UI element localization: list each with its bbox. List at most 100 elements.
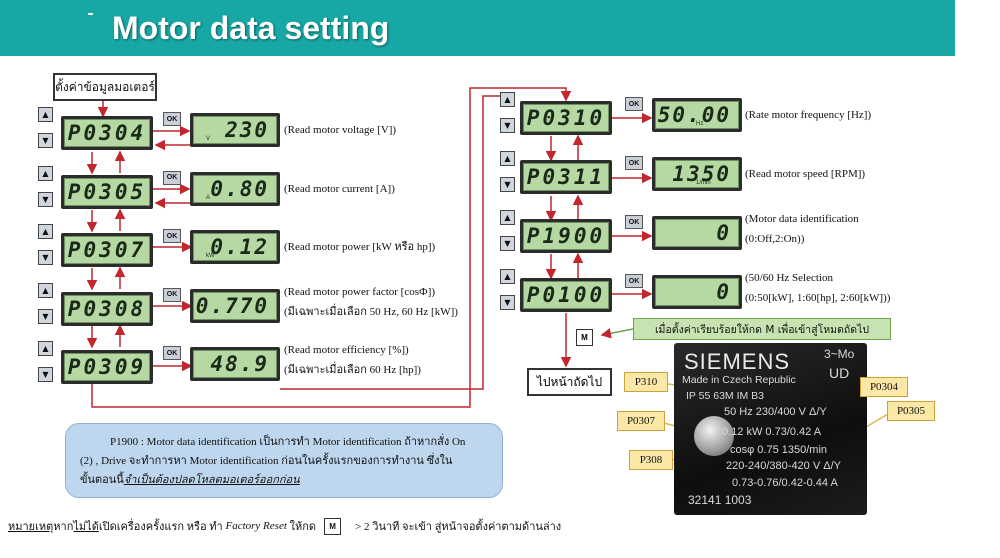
footer-remark: หมายเหตุ หาก ไม่ได้ เปิดเครื่องครั้งแรก …	[8, 517, 561, 535]
up-key[interactable]: ▲	[38, 107, 53, 122]
param-value-box: 0	[652, 216, 742, 250]
param-value-text: 0.12	[210, 235, 269, 259]
up-key[interactable]: ▲	[500, 269, 515, 284]
param-code-box: P0310	[520, 101, 612, 135]
param-description: (Read motor speed [RPM])	[745, 168, 866, 180]
header-mark	[88, 13, 93, 15]
param-unit: A	[206, 194, 211, 201]
down-key[interactable]: ▼	[38, 250, 53, 265]
start-label: ตั้งค่าข้อมูลมอเตอร์	[53, 73, 157, 101]
ok-key[interactable]: OK	[163, 287, 181, 302]
nameplate-phase: 3~Mo	[824, 347, 855, 361]
param-code: P1900	[523, 222, 609, 250]
param-value: 48.9	[193, 350, 277, 378]
down-key[interactable]: ▼	[38, 367, 53, 382]
param-value-text: 0	[716, 221, 731, 245]
next-page-box[interactable]: ไปหน้าถัดไป	[527, 368, 612, 396]
callout-p0305: P0305	[887, 401, 935, 421]
nameplate-row2: 0.12 kW 0.73/0.42 A	[722, 426, 822, 438]
footer-text-2: ไม่ได้	[73, 521, 99, 533]
nameplate-serial: 32141 1003	[688, 493, 752, 507]
footer-text-1: หาก	[53, 521, 74, 533]
note-line-2: (2) , Drive จะทำการหา Motor identificati…	[80, 455, 453, 467]
param-code-box: P1900	[520, 219, 612, 253]
up-key[interactable]: ▲	[38, 341, 53, 356]
down-key[interactable]: ▼	[500, 177, 515, 192]
param-value-text: 0.770	[195, 293, 269, 318]
callout-p308: P308	[629, 450, 673, 470]
note-box: P1900 : Motor data identification เป็นกา…	[65, 423, 503, 498]
nameplate-row4: 220-240/380-420 V Δ/Y	[726, 460, 841, 472]
up-key[interactable]: ▲	[38, 282, 53, 298]
nameplate-made: Made in Czech Republic	[682, 374, 796, 386]
ok-key[interactable]: OK	[163, 170, 181, 185]
callout-p0304: P0304	[860, 377, 908, 397]
callout-p0307: P0307	[617, 411, 665, 431]
note-line-3: ขั้นตอนนี้จำเป็นต้องปลดโหลดมอเตอร์ออกก่อ…	[80, 471, 488, 490]
param-description: (50/60 Hz Selection	[745, 272, 833, 284]
footer-m-key[interactable]: M	[324, 517, 342, 535]
param-code-box: P0308	[61, 291, 153, 326]
param-value-box: 0	[652, 275, 742, 309]
param-value-box: 48.9	[190, 347, 280, 381]
down-key[interactable]: ▼	[500, 295, 515, 310]
up-key[interactable]: ▲	[500, 210, 515, 225]
m-key[interactable]: M	[576, 329, 593, 346]
nameplate-brand: SIEMENS	[684, 349, 791, 374]
ok-key[interactable]: OK	[625, 274, 643, 288]
down-key[interactable]: ▼	[500, 236, 515, 251]
param-description: (Read motor voltage [V])	[284, 124, 397, 136]
nameplate-ud: UD	[829, 365, 850, 381]
down-key[interactable]: ▼	[38, 133, 53, 148]
param-code-box: P0304	[61, 116, 153, 150]
note-line-1: P1900 : Motor data identification เป็นกา…	[110, 436, 466, 448]
param-code: P0100	[523, 281, 609, 309]
param-description: (Read motor current [A])	[284, 182, 395, 195]
note-warning: จำเป็นต้องปลดโหลดมอเตอร์ออกก่อน	[123, 474, 300, 486]
down-key[interactable]: ▼	[38, 308, 53, 324]
nameplate-model: IP 55 63M IM B3	[686, 390, 765, 402]
param-code-box: P0311	[520, 160, 612, 194]
param-code: P0304	[64, 119, 150, 147]
ok-key[interactable]: OK	[163, 112, 181, 126]
footer-text-5: ให้กด	[286, 521, 317, 533]
ok-key[interactable]: OK	[625, 156, 643, 170]
ok-key[interactable]: OK	[163, 346, 181, 360]
param-description: (Read motor efficiency [%])	[284, 344, 409, 356]
param-description-2: (มีเฉพาะเมื่อเลือก 60 Hz [hp])	[284, 364, 421, 376]
up-key[interactable]: ▲	[500, 151, 515, 166]
callout-p310: P310	[624, 372, 668, 392]
header-bar	[0, 0, 955, 56]
up-key[interactable]: ▲	[38, 224, 53, 239]
note-line-3-prefix: ขั้นตอนนี้	[80, 474, 124, 486]
ok-key[interactable]: OK	[625, 97, 643, 111]
param-description: (Read motor power factor [cosФ])	[284, 285, 436, 298]
ok-key[interactable]: OK	[163, 229, 181, 243]
param-value-box: 0.770	[190, 288, 280, 323]
nameplate-row1: 50 Hz 230/400 V Δ/Y	[724, 406, 827, 418]
param-description: (Rate motor frequency [Hz])	[745, 109, 872, 121]
up-key[interactable]: ▲	[38, 165, 53, 181]
page-title: Motor data setting	[112, 10, 390, 46]
param-unit: 1/min	[696, 180, 711, 186]
down-key[interactable]: ▼	[500, 118, 515, 133]
down-key[interactable]: ▼	[38, 191, 53, 207]
ok-key[interactable]: OK	[625, 215, 643, 229]
footer-text-3: เปิดเครื่องครั้งแรก หรือ ทำ	[98, 521, 226, 533]
param-code-box: P0307	[61, 233, 153, 267]
footer-label: หมายเหตุ	[8, 521, 54, 533]
screw-icon	[694, 416, 734, 456]
param-code-box: P0309	[61, 350, 153, 384]
up-key[interactable]: ▲	[500, 92, 515, 107]
param-value-text: 0.80	[210, 176, 269, 201]
param-unit: kW	[206, 253, 215, 259]
param-description-2: (0:Off,2:On))	[745, 233, 805, 245]
